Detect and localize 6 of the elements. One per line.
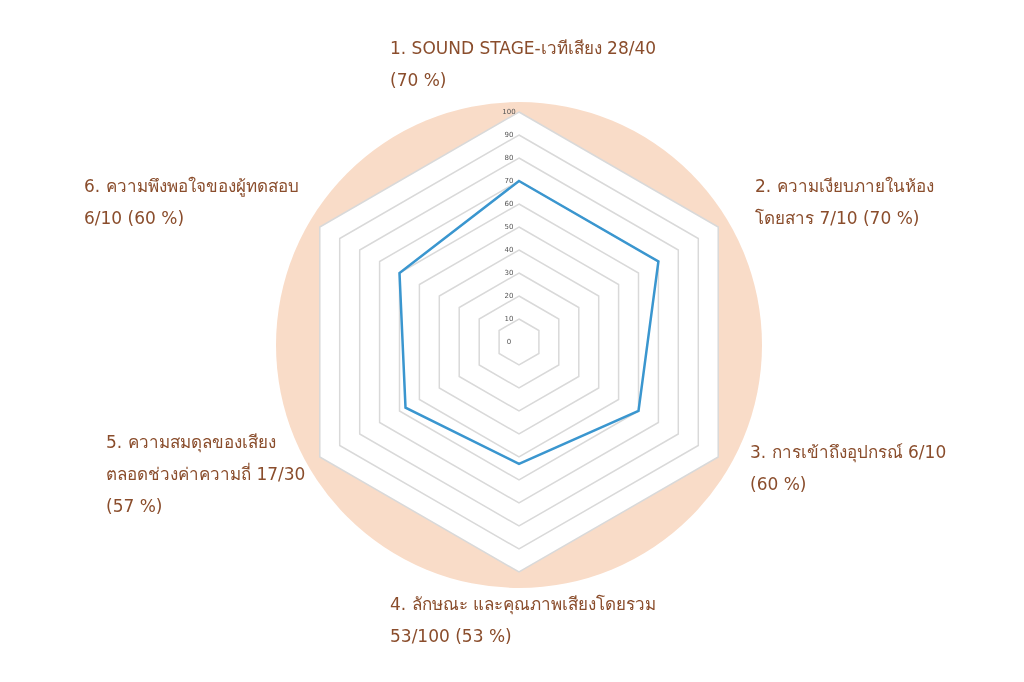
axis-label: 1. SOUND STAGE-เวทีเสียง 28/40 (70 %)	[390, 37, 658, 92]
axis-label: 2. ความเงียบภายในห้องโดยสาร 7/10 (70 %)	[755, 175, 935, 230]
axis-label: 4. ลักษณะ และคุณภาพเสียงโดยรวม 53/100 (53 %)	[390, 593, 658, 648]
axis-label: 6. ความพึงพอใจของผู้ทดสอบ 6/10 (60 %)	[84, 175, 300, 230]
axis-label: 3. การเข้าถึงอุปกรณ์ 6/10 (60 %)	[750, 441, 948, 496]
axis-label: 5. ความสมดุลของเสียงตลอดช่วงค่าความถี่ 17/30 (57 %)	[106, 431, 307, 518]
